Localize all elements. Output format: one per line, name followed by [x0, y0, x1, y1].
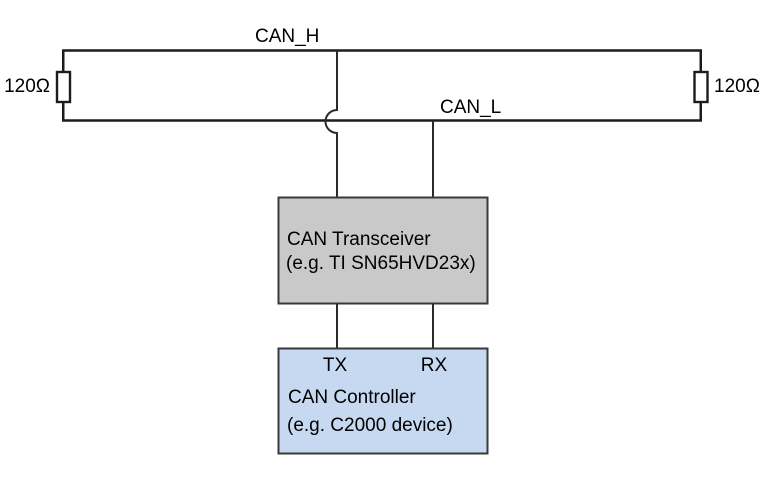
transceiver-example-label: (e.g. TI SN65HVD23x): [286, 253, 476, 274]
can-h-label: CAN_H: [255, 26, 319, 47]
controller-example-label: (e.g. C2000 device): [287, 415, 453, 436]
right-terminator-resistor-symbol: [693, 70, 709, 104]
right-terminator-label: 120Ω: [714, 76, 760, 97]
left-terminator-resistor-symbol: [55, 70, 72, 104]
left-terminator-label: 120Ω: [4, 76, 50, 97]
can-h-drop-wire-with-hop: [324, 50, 338, 197]
can-transceiver-box: [277, 196, 489, 305]
controller-name-label: CAN Controller: [288, 387, 416, 408]
can-l-label: CAN_L: [440, 97, 501, 118]
transceiver-name-label: CAN Transceiver: [287, 229, 431, 250]
rx-pin-label: RX: [421, 355, 448, 376]
tx-pin-label: TX: [323, 355, 348, 376]
can-controller-box: [277, 347, 489, 455]
